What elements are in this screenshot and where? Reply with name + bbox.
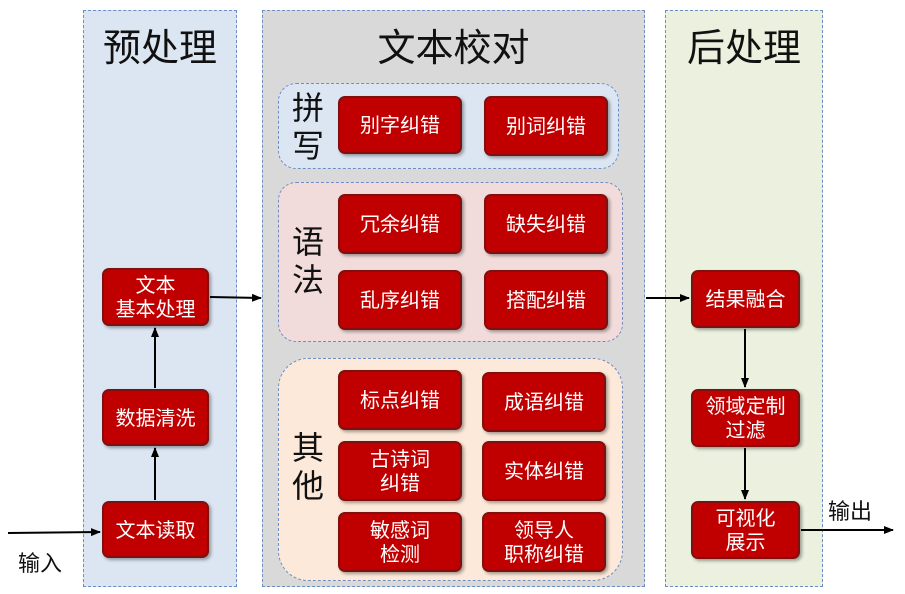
leader-title-correction-box: 领导人 职称纠错 [482, 512, 606, 572]
basic-to-proof-arrow [209, 293, 262, 302]
punctuation-correction-box: 标点纠错 [338, 370, 462, 430]
spelling-group-label: 拼 写 [291, 89, 324, 165]
missing-correction-box: 缺失纠错 [484, 194, 608, 254]
word-correction-box: 别词纠错 [484, 96, 608, 156]
idiom-correction-box: 成语纠错 [482, 372, 606, 432]
proofreading-title: 文本校对 [377, 26, 530, 70]
redundant-correction-box: 冗余纠错 [338, 194, 462, 254]
char-correction-box: 别字纠错 [338, 96, 462, 154]
preprocess-title: 预处理 [102, 26, 217, 70]
visualization-box: 可视化 展示 [691, 501, 800, 559]
grammar-group-label: 语 法 [291, 223, 324, 299]
disorder-correction-box: 乱序纠错 [338, 270, 462, 330]
input-label: 输入 [18, 552, 63, 577]
output-label: 输出 [828, 500, 873, 525]
result-fusion-box: 结果融合 [691, 270, 800, 328]
sensitive-word-box: 敏感词 检测 [338, 512, 462, 572]
poem-correction-box: 古诗词 纠错 [338, 441, 462, 501]
collocation-correction-box: 搭配纠错 [484, 270, 608, 330]
input-arrow [7, 528, 101, 537]
text-read-box: 文本读取 [102, 501, 209, 558]
domain-filter-box: 领域定制 过滤 [691, 389, 800, 447]
other-group-label: 其 他 [291, 429, 324, 505]
postprocess-title: 后处理 [686, 26, 801, 70]
basic-process-box: 文本 基本处理 [102, 268, 209, 326]
data-clean-box: 数据清洗 [102, 389, 209, 446]
entity-correction-box: 实体纠错 [482, 441, 606, 501]
